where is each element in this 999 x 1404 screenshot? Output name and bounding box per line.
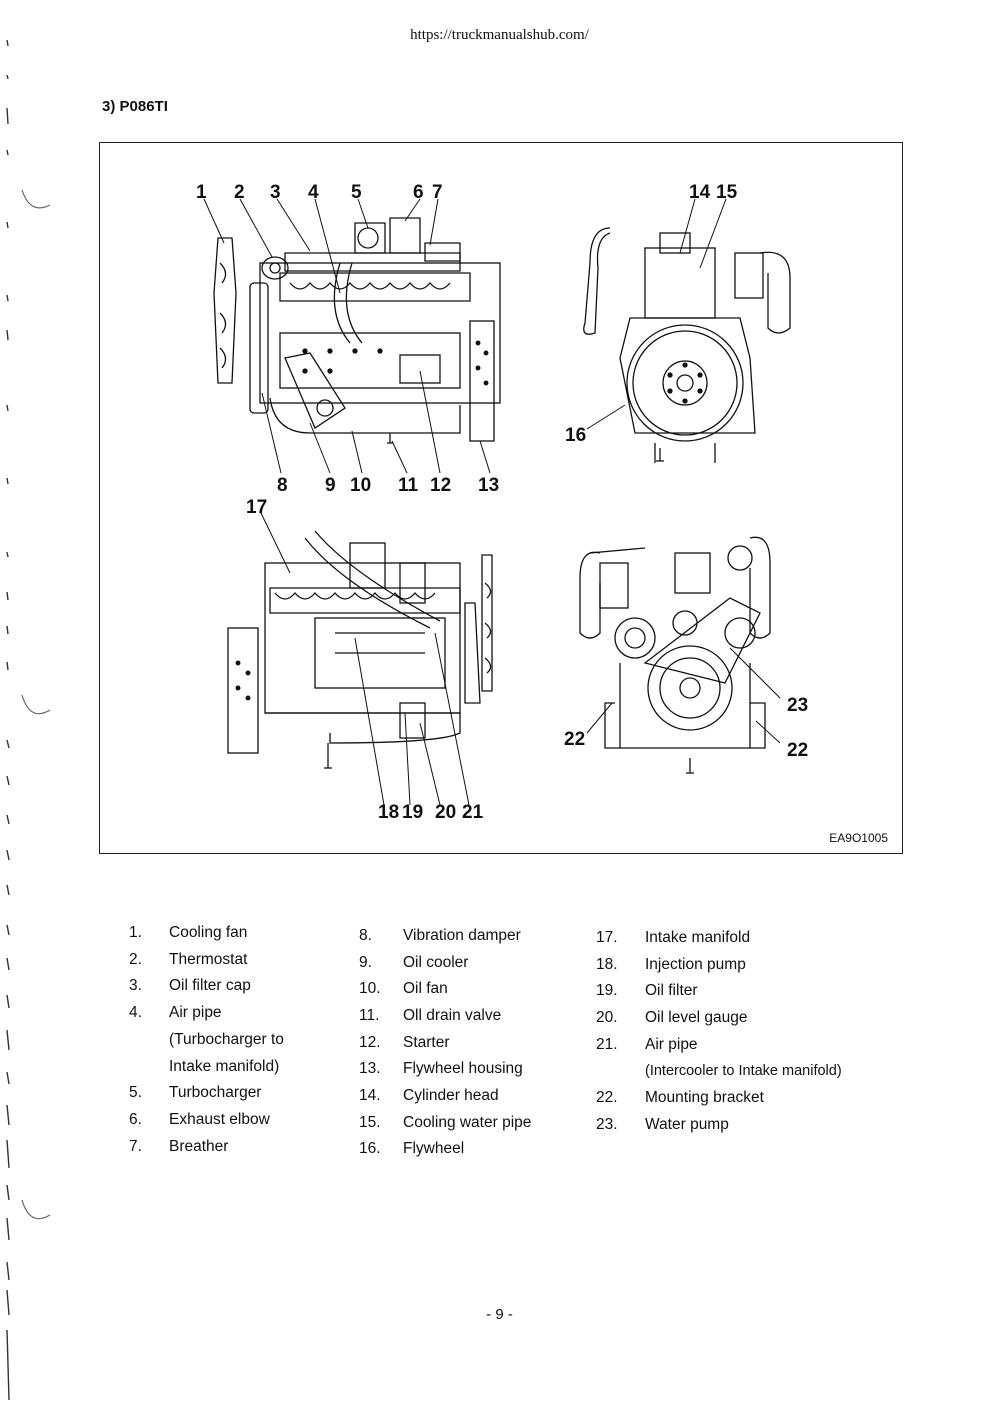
callout-18: 18	[378, 802, 399, 823]
page-number: - 9 -	[486, 1306, 513, 1323]
section-title: 3) P086TI	[102, 98, 168, 115]
callout-14: 14	[689, 182, 711, 203]
engine-side-view-left	[213, 217, 501, 444]
figure-code: EA9O1005	[829, 831, 888, 845]
callout-19: 19	[402, 802, 423, 823]
engine-rear-view	[583, 227, 791, 463]
callout-20: 20	[435, 802, 456, 823]
callout-15: 15	[716, 182, 738, 203]
callout-22-left: 22	[564, 729, 585, 750]
callout-13: 13	[478, 475, 499, 496]
engine-front-view	[579, 536, 771, 774]
callout-1: 1	[196, 182, 207, 203]
source-url: https://truckmanualshub.com/	[410, 27, 589, 43]
callout-22-right: 22	[787, 740, 808, 761]
parts-legend: 1.Cooling fan 2.Thermostat 3.Oil filter …	[129, 924, 842, 1157]
callout-8: 8	[277, 475, 288, 496]
leader-lines	[203, 198, 781, 806]
callout-5: 5	[351, 182, 362, 203]
callout-9: 9	[325, 475, 336, 496]
callout-21: 21	[462, 802, 484, 823]
callout-11: 11	[398, 475, 419, 496]
callout-23: 23	[787, 695, 808, 716]
callout-6: 6	[413, 182, 424, 203]
binding-holes	[6, 39, 51, 1401]
engine-side-view-right	[227, 530, 493, 769]
callout-10: 10	[350, 475, 371, 496]
callout-7: 7	[432, 182, 443, 203]
callout-12: 12	[430, 475, 451, 496]
callout-16: 16	[565, 425, 586, 446]
callout-3: 3	[270, 182, 281, 203]
callout-17: 17	[246, 497, 267, 518]
engine-figure: 1 2 3 4 5 6 7 8 9 10 11 12 13 14 15 16 1…	[99, 142, 903, 854]
engine-drawings: 1 2 3 4 5 6 7 8 9 10 11 12 13 14 15 16 1…	[196, 182, 808, 823]
callout-4: 4	[308, 182, 319, 203]
callout-2: 2	[234, 182, 245, 203]
callout-numbers: 1 2 3 4 5 6 7 8 9 10 11 12 13 14 15 16 1…	[196, 182, 808, 823]
